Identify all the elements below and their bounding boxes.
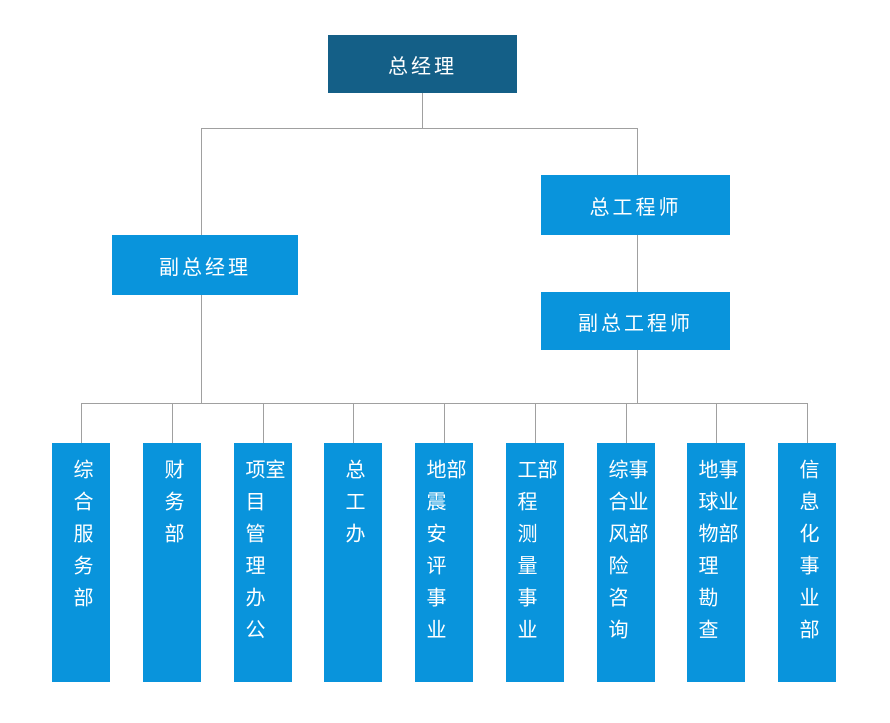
connector-deputy-gm-down [201, 295, 202, 403]
connector-chief-to-deputy-chief [637, 235, 638, 292]
connector-drop-2 [172, 403, 173, 443]
connector-to-chief-eng [637, 128, 638, 175]
dept-label: 财务部 [161, 459, 183, 555]
connector-drop-1 [81, 403, 82, 443]
dept-label: 地震安评事业部 [423, 459, 465, 651]
dept-node-geophysical-exploration: 地球物理勘查事业部 [687, 443, 745, 682]
node-deputy-chief-engineer: 副总工程师 [541, 292, 730, 350]
connector-drop-9 [807, 403, 808, 443]
dept-label: 总工办 [342, 459, 364, 555]
node-label: 总工程师 [589, 196, 682, 219]
node-label: 副总工程师 [578, 312, 693, 335]
node-label: 总经理 [388, 55, 457, 78]
dept-label: 地球物理勘查事业部 [695, 459, 737, 651]
dept-label: 信息化事业部 [796, 459, 818, 651]
connector-drop-4 [353, 403, 354, 443]
dept-label: 综合风险咨询事业部 [605, 459, 647, 651]
connector-to-deputy-gm [201, 128, 202, 235]
node-label: 副总经理 [159, 256, 251, 279]
dept-node-project-management-office: 项目管理办公室 [234, 443, 292, 682]
dept-node-seismic-safety-evaluation: 地震安评事业部 [415, 443, 473, 682]
dept-node-chief-engineer-office: 总工办 [324, 443, 382, 682]
dept-label: 项目管理办公室 [242, 459, 284, 651]
connector-level1-rail [201, 128, 638, 129]
dept-node-informatization: 信息化事业部 [778, 443, 836, 682]
node-deputy-general-manager: 副总经理 [112, 235, 298, 295]
dept-node-comprehensive-services: 综合服务部 [52, 443, 110, 682]
connector-deputy-chief-down [637, 350, 638, 403]
connector-root-down [422, 93, 423, 128]
connector-drop-3 [263, 403, 264, 443]
connector-drop-8 [716, 403, 717, 443]
dept-node-engineering-survey: 工程测量事业部 [506, 443, 564, 682]
dept-label: 综合服务部 [70, 459, 92, 619]
connector-drop-5 [444, 403, 445, 443]
connector-drop-6 [535, 403, 536, 443]
dept-label: 工程测量事业部 [514, 459, 556, 651]
node-chief-engineer: 总工程师 [541, 175, 730, 235]
connector-drop-7 [626, 403, 627, 443]
node-general-manager: 总经理 [328, 35, 517, 93]
dept-node-finance: 财务部 [143, 443, 201, 682]
dept-node-comprehensive-risk-consulting: 综合风险咨询事业部 [597, 443, 655, 682]
